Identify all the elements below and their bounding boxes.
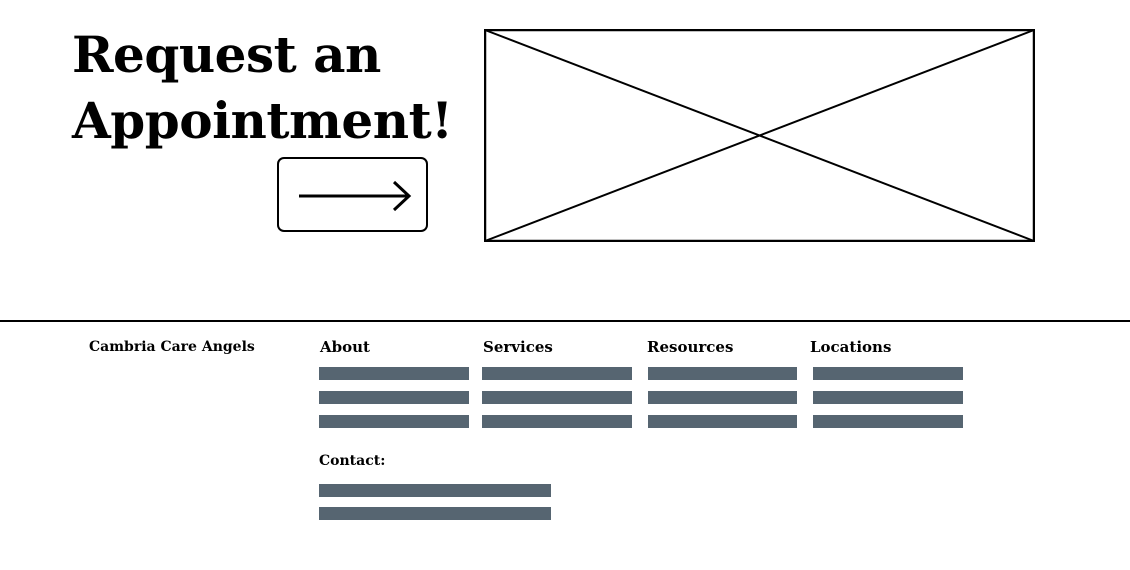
footer-locations-link-placeholder[interactable]	[813, 415, 963, 428]
footer-services-link-placeholder[interactable]	[482, 367, 632, 380]
footer-contact-placeholder[interactable]	[319, 507, 551, 520]
footer-resources-link-placeholder[interactable]	[648, 415, 797, 428]
hero-title-line-1: Request an	[72, 25, 381, 84]
footer-heading-services: Services	[483, 338, 553, 356]
footer-contact-placeholder[interactable]	[319, 484, 551, 497]
footer-locations-link-placeholder[interactable]	[813, 391, 963, 404]
hero-title: Request an Appointment!	[72, 22, 453, 154]
footer-services-link-placeholder[interactable]	[482, 391, 632, 404]
footer-about-link-placeholder[interactable]	[319, 415, 469, 428]
footer-about-link-placeholder[interactable]	[319, 367, 469, 380]
footer-resources-link-placeholder[interactable]	[648, 391, 797, 404]
footer-heading-resources: Resources	[647, 338, 734, 356]
footer-resources-link-placeholder[interactable]	[648, 367, 797, 380]
footer-about-link-placeholder[interactable]	[319, 391, 469, 404]
footer-heading-contact: Contact:	[319, 453, 386, 469]
footer-divider	[0, 320, 1130, 322]
footer-services-link-placeholder[interactable]	[482, 415, 632, 428]
footer-heading-locations: Locations	[810, 338, 892, 356]
footer-heading-about: About	[320, 338, 370, 356]
image-placeholder-icon	[484, 29, 1035, 242]
footer-locations-link-placeholder[interactable]	[813, 367, 963, 380]
footer-brand: Cambria Care Angels	[89, 339, 255, 355]
arrow-right-icon	[299, 180, 412, 212]
request-appointment-button[interactable]	[277, 157, 428, 232]
hero-title-line-2: Appointment!	[72, 91, 453, 150]
